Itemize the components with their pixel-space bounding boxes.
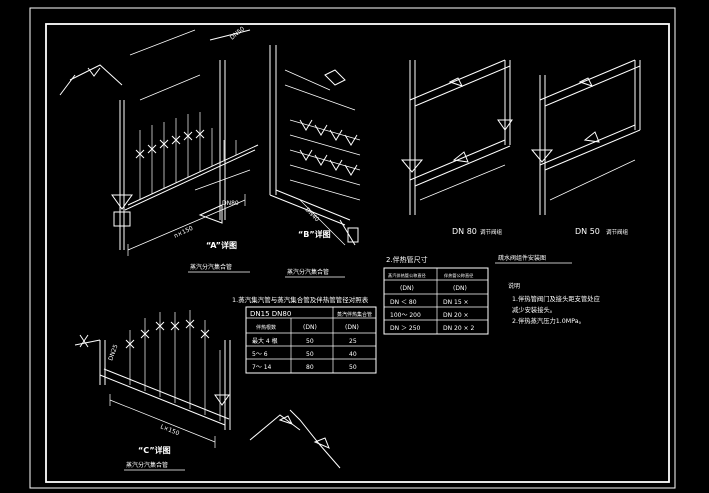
table1-title: 1.蒸汽集汽管与蒸汽集合管及伴热管管径对照表 (232, 295, 369, 304)
view-c-diagram (74, 310, 341, 469)
table1-col1: 伴热根数 (256, 324, 276, 331)
table2-cell: DN ＜ 80 (390, 299, 417, 306)
table1-header-left: DN15 DN80 (250, 310, 291, 318)
view-a-dim-dn80: DN80 (222, 200, 239, 207)
table2-cell: DN ＞ 250 (390, 325, 421, 332)
view-a-title: “A”详图 (206, 240, 237, 250)
view-a-diagram (59, 29, 259, 256)
dn80-valve-group (400, 59, 513, 215)
dn50-label: 调节阀组 (606, 228, 629, 236)
table1-header-right: 蒸汽伴热集合管 (337, 311, 372, 318)
view-b-title: “B”详图 (298, 229, 331, 239)
view-c-title: “C”详图 (138, 445, 171, 455)
table1-cell: 7～ 14 (252, 364, 272, 371)
notes-title: 说明 (508, 282, 520, 290)
view-a-subtitle: 蒸汽分汽集合管 (190, 263, 232, 271)
note-line: 减少安装接头。 (512, 305, 556, 314)
table1 (245, 306, 377, 374)
view-a-dim-n150: n×150 (173, 225, 195, 240)
table2 (383, 267, 489, 335)
note-line: 1.伴热管阀门及接头距支管处应 (512, 294, 601, 303)
table2-cell: DN 15 × (443, 299, 469, 306)
table1-col3: (DN) (345, 324, 359, 331)
table2-col1-unit: (DN) (400, 285, 414, 292)
dn80-size: DN 80 (452, 227, 477, 236)
view-c-dim: L×150 (159, 423, 180, 437)
table2-cell: DN 20 × (443, 312, 469, 319)
table2-cell: DN 20 × 2 (443, 325, 474, 332)
outer-frame (29, 7, 676, 489)
table1-cell: 50 (349, 364, 357, 371)
table1-rows: 最大 4 根 50 25 5～ 6 50 40 7～ 14 80 50 (252, 337, 357, 371)
table2-col2-unit: (DN) (453, 285, 467, 292)
table1-cell: 5～ 6 (252, 351, 268, 358)
table2-rows: DN ＜ 80 DN 15 × 100～ 200 DN 20 × DN ＞ 250 DN … (390, 299, 474, 332)
table1-cell: 最大 4 根 (252, 337, 278, 345)
table2-col1: 蒸汽伴热管公称直径 (388, 272, 426, 279)
table1-cell: 25 (349, 338, 357, 345)
table1-cell: 50 (306, 338, 314, 345)
dn50-size: DN 50 (575, 227, 600, 236)
view-c-dim-dn25: DN25 (107, 343, 119, 361)
table2-col2: 伴热管公称直径 (444, 272, 473, 279)
view-b-dim-dn40: DN40 (304, 206, 321, 223)
view-c-subtitle: 蒸汽分汽集合管 (126, 461, 168, 469)
table1-col2: (DN) (303, 324, 317, 331)
dn50-valve-group (530, 59, 641, 215)
trap-install-caption: 疏水阀组件安装图 (498, 254, 546, 262)
table2-title: 2.伴热管尺寸 (386, 255, 428, 264)
table2-cell: 100～ 200 (390, 312, 421, 319)
view-b-subtitle: 蒸汽分汽集合管 (287, 268, 329, 276)
inner-frame (45, 23, 670, 483)
view-a-dim-dn50: DN50 (229, 25, 246, 41)
table1-cell: 50 (306, 351, 314, 358)
table1-cell: 80 (306, 364, 314, 371)
dn80-label: 调节阀组 (480, 228, 503, 236)
note-line: 2.伴热蒸汽压力1.0MPa。 (512, 316, 585, 325)
table1-cell: 40 (349, 351, 357, 358)
notes-lines: 1.伴热管阀门及接头距支管处应 减少安装接头。 2.伴热蒸汽压力1.0MPa。 (512, 294, 601, 325)
view-b-diagram (269, 45, 361, 246)
